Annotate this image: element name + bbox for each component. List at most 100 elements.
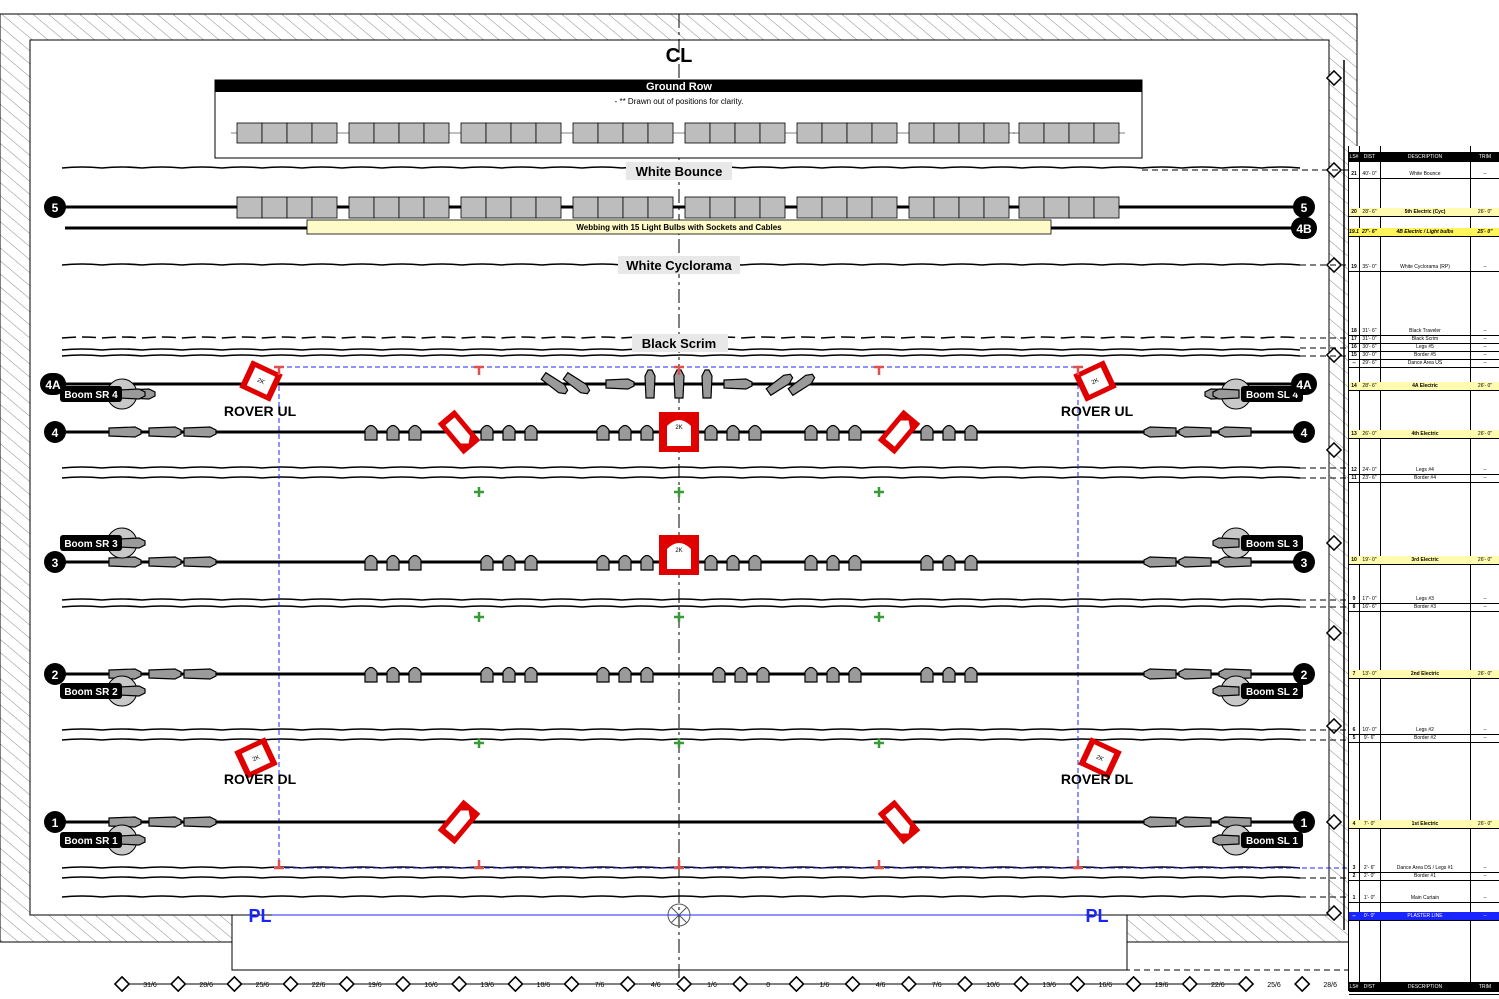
schedule-cell: -- xyxy=(1483,344,1487,350)
schedule-rule xyxy=(1349,611,1499,612)
ruler-diamond xyxy=(563,975,580,993)
svg-text:White Cyclorama: White Cyclorama xyxy=(626,258,732,273)
fixture-par xyxy=(756,666,770,683)
svg-text:White Bounce: White Bounce xyxy=(636,164,723,179)
ruler-label: 0 xyxy=(766,982,770,989)
boom-tag xyxy=(60,832,122,848)
electric-marker xyxy=(1293,663,1315,685)
schedule-rule xyxy=(1349,880,1499,881)
fixture-par xyxy=(618,666,632,683)
schedule-cell: -- xyxy=(1483,352,1487,358)
ground-row-unit xyxy=(734,122,761,144)
schedule-cell: 26'- 0" xyxy=(1362,431,1377,437)
fixture-ellipsoidal xyxy=(1218,816,1252,828)
fixture-par xyxy=(804,666,818,683)
boom-label: Boom SR 1 xyxy=(64,836,118,847)
schedule-cell: Dance Area US xyxy=(1407,360,1443,366)
center-mark-icon xyxy=(667,903,691,927)
ground-row-box: Ground Row - ** Drawn out of positions f… xyxy=(214,79,1143,159)
fixture-par xyxy=(640,424,654,441)
ground-row-unit xyxy=(597,122,624,144)
ruler-label: 28/6 xyxy=(199,982,213,989)
tee-mark-us xyxy=(874,365,884,375)
ruler-diamond xyxy=(169,975,187,993)
schedule-cell: 20 xyxy=(1351,209,1357,215)
fixture-par xyxy=(704,554,718,571)
schedule-cell: -- xyxy=(1483,865,1487,871)
fixture-ellipsoidal xyxy=(108,426,142,438)
schedule-rule xyxy=(1349,178,1499,179)
fixture-ellipsoidal xyxy=(108,556,142,568)
ground-row-unit xyxy=(261,122,288,144)
schedule-rule xyxy=(1349,367,1499,368)
legs-3 xyxy=(61,598,1301,601)
ground-row-unit xyxy=(423,122,450,144)
ground-row-unit xyxy=(846,122,873,144)
boom-label: Boom SL 2 xyxy=(1246,687,1298,698)
ruler-label: 7/6 xyxy=(932,982,942,989)
ruler-diamond xyxy=(900,975,918,993)
rover-label: ROVER UL xyxy=(1061,403,1134,419)
schedule-header-cell: DESCRIPTION xyxy=(1407,154,1443,160)
ruler-label: 19/6 xyxy=(1155,982,1169,989)
electric-marker-label: 1 xyxy=(52,816,59,830)
cyc-unit xyxy=(1068,196,1095,219)
white-bounce-label: White Bounce xyxy=(626,162,732,180)
ground-row-unit xyxy=(759,122,786,144)
cyc-unit xyxy=(958,196,985,219)
cyc-unit xyxy=(796,196,823,219)
ground-row-unit xyxy=(933,122,960,144)
fixture-ellipsoidal xyxy=(765,373,794,397)
fixture-par xyxy=(524,424,538,441)
electric-pipes xyxy=(55,196,1304,824)
fixture-ellipsoidal xyxy=(1178,426,1212,438)
ground-row-unit xyxy=(572,122,599,144)
schedule-cell: -- xyxy=(1483,475,1487,481)
schedule-cell: 19 xyxy=(1351,264,1357,270)
ruler-diamond xyxy=(1012,975,1030,993)
schedule-cell: -- xyxy=(1483,360,1487,366)
cyc-unit xyxy=(647,196,674,219)
fixture-par xyxy=(524,666,538,683)
ruler-label: 1/6 xyxy=(820,982,830,989)
ruler-diamond xyxy=(1181,975,1199,993)
fixture-ellipsoidal xyxy=(148,668,182,680)
fixture-ellipsoidal xyxy=(1178,668,1212,680)
fixture-par xyxy=(386,554,400,571)
rail-diamond xyxy=(1325,69,1343,87)
legs-4 xyxy=(61,466,1301,469)
ruler-diamond xyxy=(1237,975,1255,993)
fixture-par xyxy=(942,424,956,441)
ruler-diamond xyxy=(619,975,637,993)
cyc-unit xyxy=(734,196,761,219)
schedule-cell: -- xyxy=(1483,987,1487,993)
schedule-cell: 4A Electric xyxy=(1412,383,1438,389)
cyc-unit xyxy=(286,196,313,219)
schedule-header-cell: DIST xyxy=(1363,154,1376,160)
schedule-rule xyxy=(1349,828,1499,829)
schedule-cell: 12 xyxy=(1351,467,1357,473)
rail-diamond xyxy=(1325,904,1343,922)
centerline-label: CL xyxy=(666,45,693,67)
schedule-cell: 26'- 0" xyxy=(1477,383,1493,389)
fixture-par xyxy=(964,554,978,571)
ground-row-unit xyxy=(1018,122,1045,144)
ruler-diamond xyxy=(1069,975,1086,993)
electric-marker xyxy=(1293,421,1315,443)
spike-mark xyxy=(874,487,884,497)
ground-row-unit xyxy=(1093,122,1120,144)
electric-marker xyxy=(40,373,66,395)
ruler-diamond xyxy=(731,975,749,993)
schedule-cell: -- xyxy=(1483,467,1487,473)
fixture-ellipsoidal xyxy=(148,556,182,568)
cyc-unit xyxy=(759,196,786,219)
ruler-label: 4/6 xyxy=(651,982,661,989)
